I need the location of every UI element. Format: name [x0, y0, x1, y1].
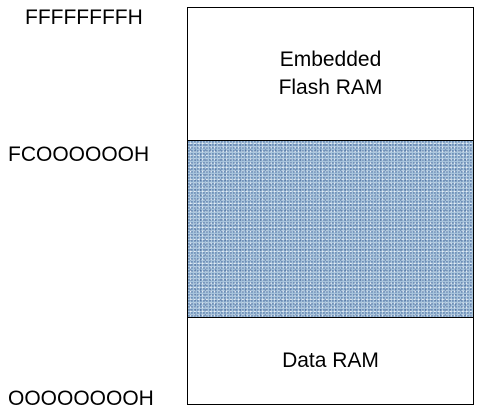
address-label-top: FFFFFFFFH	[25, 6, 143, 29]
memory-map: Embedded Flash RAM Data RAM	[187, 7, 474, 405]
flash-ram-label: Embedded Flash RAM	[278, 48, 383, 99]
flash-ram-region: Embedded Flash RAM	[188, 8, 473, 141]
address-label-flash-base: FCOOOOOOH	[8, 143, 150, 166]
address-label-bottom: OOOOOOOOH	[8, 387, 154, 410]
reserved-region	[188, 141, 473, 318]
data-ram-region: Data RAM	[188, 318, 473, 404]
data-ram-label: Data RAM	[282, 349, 379, 372]
